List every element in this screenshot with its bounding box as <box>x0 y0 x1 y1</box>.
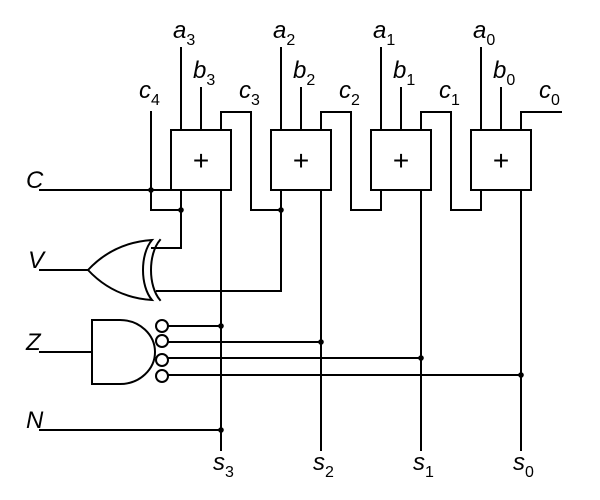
adder-3-symbol: + <box>193 145 209 176</box>
c3-wire <box>220 111 282 211</box>
adder-0-symbol: + <box>493 145 509 176</box>
c0-wire <box>520 111 562 131</box>
label-b1: b1 <box>393 57 415 89</box>
flag-v-label: V <box>28 247 46 274</box>
s0-nor-junction <box>518 372 524 378</box>
flag-z-label: Z <box>25 329 42 356</box>
s3-n-junction <box>218 427 224 433</box>
nor-gate-body <box>91 319 157 385</box>
label-a0: a0 <box>473 17 495 49</box>
xor-gate-back-curve <box>150 238 162 302</box>
label-s1: s1 <box>413 449 434 481</box>
adder-3-box <box>170 129 232 191</box>
flag-n-label: N <box>26 407 44 434</box>
xor-input-c3-wire <box>156 209 282 292</box>
label-s3: s3 <box>213 449 234 481</box>
s3-nor-junction <box>218 323 224 329</box>
label-b3: b3 <box>193 57 215 89</box>
xor-gate-body <box>86 238 155 302</box>
c3-junction <box>278 207 284 213</box>
nor-bubble-4 <box>155 369 169 383</box>
nor-bubble-2 <box>155 334 169 348</box>
label-b0: b0 <box>493 57 515 89</box>
flag-c-label: C <box>26 167 44 194</box>
label-c4: c4 <box>139 77 160 109</box>
adder-2-symbol: + <box>293 145 309 176</box>
label-a1: a1 <box>373 17 395 49</box>
c4-wire <box>150 111 182 211</box>
label-a3: a3 <box>173 17 195 49</box>
adder-0-box <box>470 129 532 191</box>
adder-2-box <box>270 129 332 191</box>
adder-1-symbol: + <box>393 145 409 176</box>
label-c0: c0 <box>539 77 560 109</box>
flag-c-junction <box>148 187 154 193</box>
nor-bubble-3 <box>155 353 169 367</box>
xor-input-c4-wire <box>151 209 182 249</box>
label-c2: c2 <box>339 77 360 109</box>
c2-wire <box>320 111 382 211</box>
c1-wire <box>420 111 482 211</box>
label-c3: c3 <box>239 77 260 109</box>
label-s0: s0 <box>513 449 534 481</box>
label-s2: s2 <box>313 449 334 481</box>
s2-nor-junction <box>318 339 324 345</box>
label-b2: b2 <box>293 57 315 89</box>
label-a2: a2 <box>273 17 295 49</box>
label-c1: c1 <box>439 77 460 109</box>
s1-nor-junction <box>418 355 424 361</box>
c4-junction <box>178 207 184 213</box>
nor-bubble-1 <box>155 319 169 333</box>
